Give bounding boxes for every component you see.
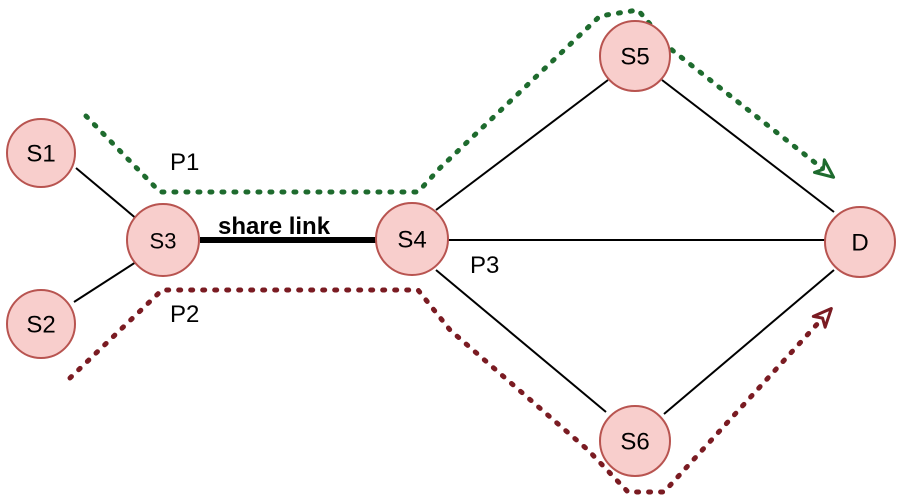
node-s1-label: S1: [26, 141, 55, 168]
node-s2: S2: [6, 289, 76, 359]
share-link-label: share link: [218, 213, 331, 240]
node-s4-label: S4: [397, 227, 426, 254]
path-p3-label: P3: [470, 252, 499, 279]
node-d: D: [824, 206, 896, 278]
path-p1: [83, 7, 836, 195]
path-p2: [67, 287, 833, 495]
path-p1-label: P1: [170, 149, 199, 176]
node-s5: S5: [599, 20, 671, 92]
edge-s2-s3: [73, 261, 137, 303]
edge-s1-s3: [75, 167, 139, 221]
edge-s5-d: [661, 79, 835, 213]
node-d-label: D: [851, 230, 868, 257]
node-s5-label: S5: [620, 44, 649, 71]
edges: [73, 79, 835, 415]
edge-s4-s6: [435, 269, 607, 413]
edge-s6-d: [663, 269, 835, 415]
node-s6: S6: [599, 405, 671, 477]
node-s4: S4: [375, 202, 449, 276]
path-p2-label: P2: [170, 301, 199, 328]
node-s3-label: S3: [150, 229, 177, 254]
edge-s4-s5: [435, 79, 609, 211]
node-s2-label: S2: [26, 312, 55, 339]
node-s1: S1: [6, 118, 76, 188]
node-s6-label: S6: [620, 429, 649, 456]
node-s3: S3: [126, 203, 200, 277]
